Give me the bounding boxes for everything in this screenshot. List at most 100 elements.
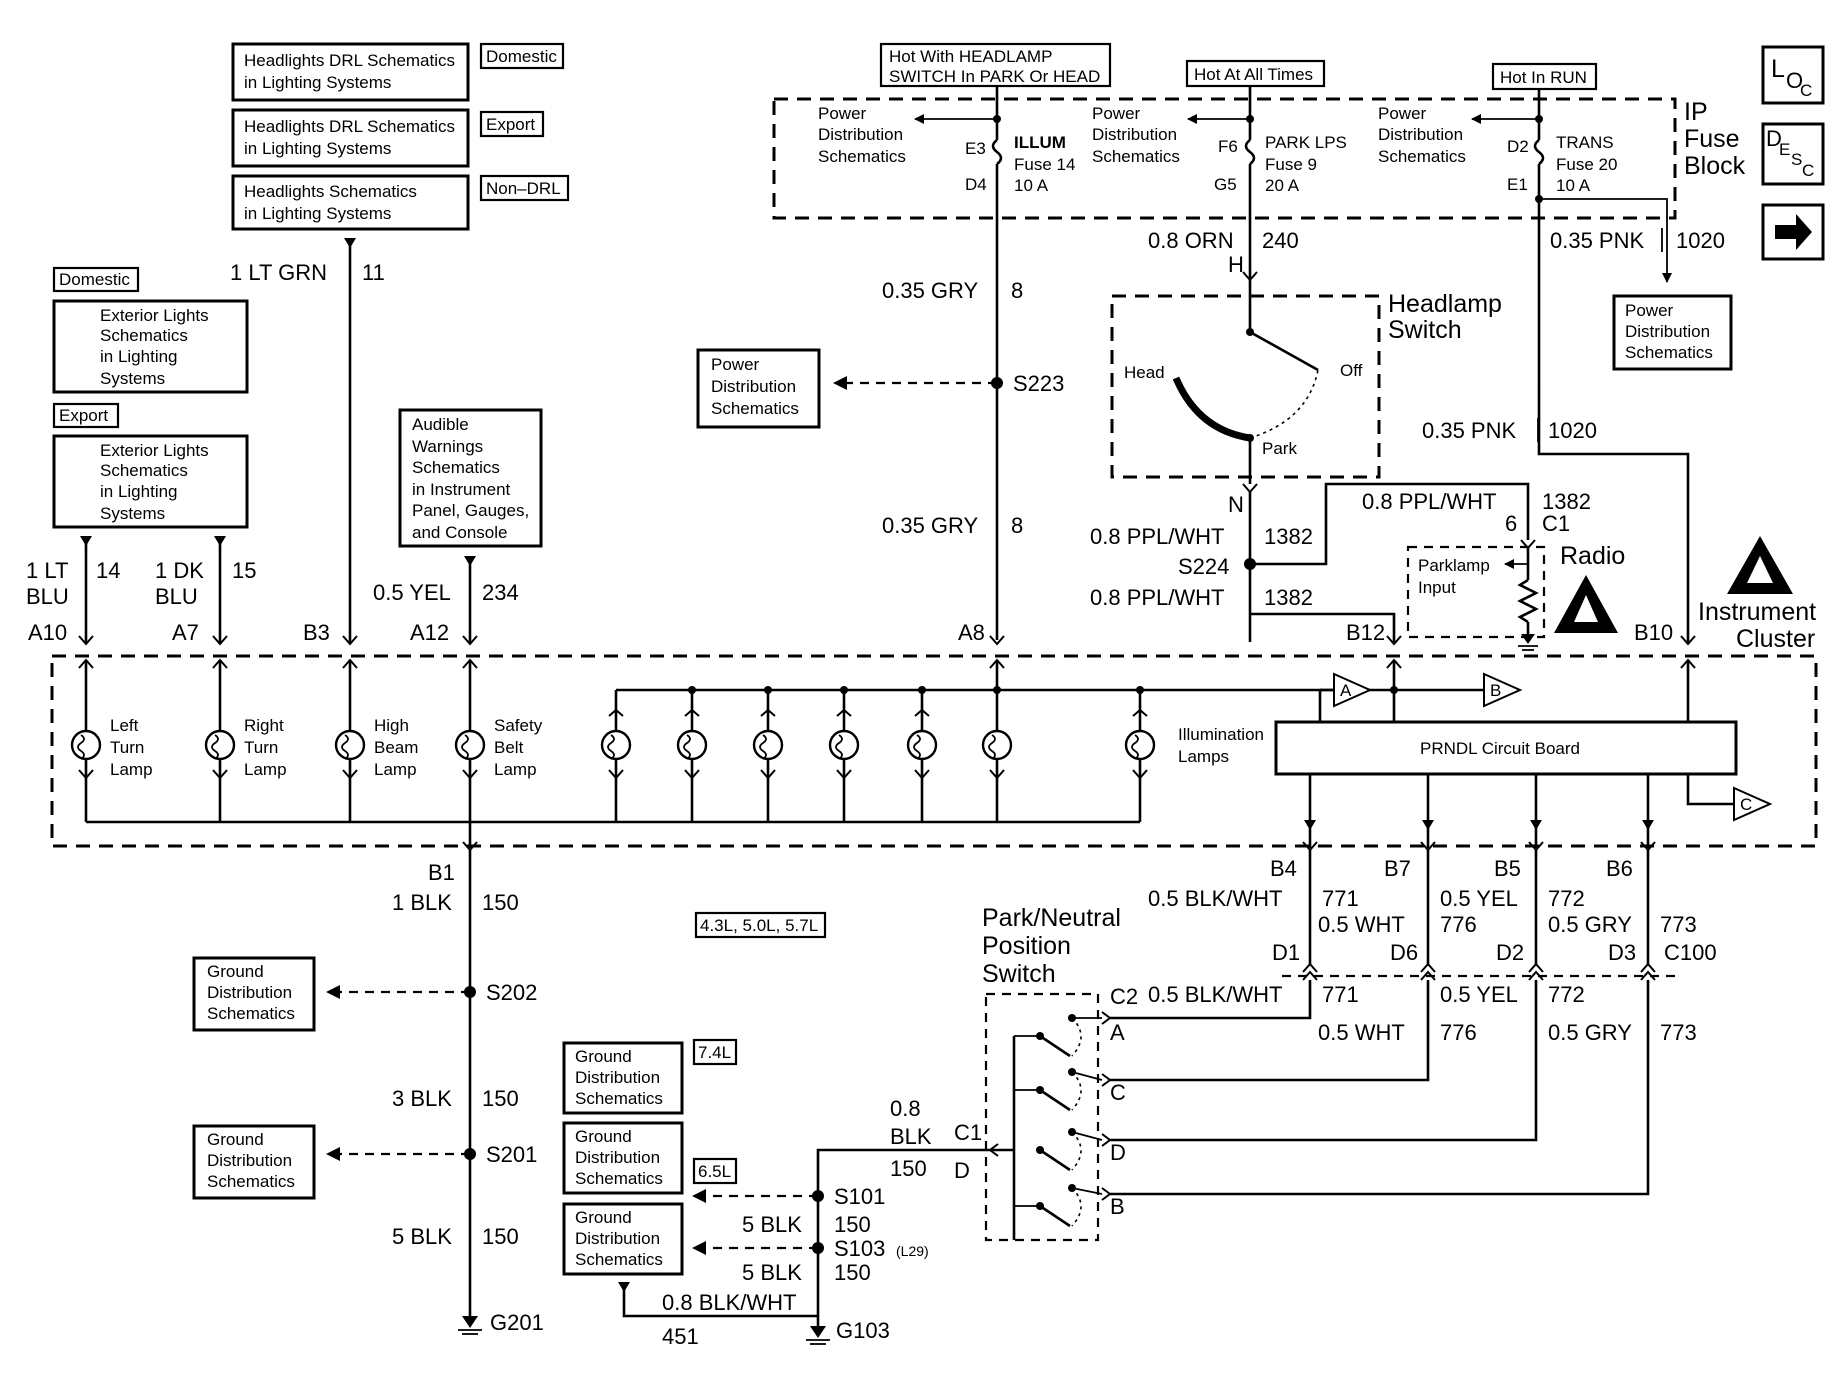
svg-text:Distribution: Distribution: [818, 125, 903, 144]
svg-text:S201: S201: [486, 1142, 537, 1167]
svg-text:D: D: [954, 1158, 970, 1183]
svg-text:3 BLK: 3 BLK: [392, 1086, 452, 1111]
off-page-connector-a: A: [1318, 672, 1373, 722]
hot-label-in-run: Hot In RUN: [1491, 62, 1598, 91]
svg-text:Domestic: Domestic: [59, 270, 130, 289]
svg-text:E3: E3: [965, 139, 986, 158]
svg-text:Distribution: Distribution: [575, 1068, 660, 1087]
desc-icon[interactable]: D E S C: [1761, 122, 1825, 186]
fuse-trans: Power Distribution Schematics D2 E1 TRAN…: [1378, 89, 1617, 384]
ref-ground-dist-s202[interactable]: Ground Distribution Schematics: [192, 956, 316, 1032]
svg-text:150: 150: [834, 1260, 871, 1285]
next-page-arrow-icon[interactable]: [1761, 203, 1825, 261]
svg-text:14: 14: [96, 558, 120, 583]
svg-text:H: H: [1228, 252, 1244, 277]
svg-text:6.5L: 6.5L: [698, 1162, 731, 1181]
ref-headlights-drl-export[interactable]: Headlights DRL Schematics in Lighting Sy…: [231, 108, 470, 168]
svg-text:Schematics: Schematics: [207, 1004, 295, 1023]
ref-power-distribution-left[interactable]: Power Distribution Schematics: [696, 348, 821, 429]
svg-text:771: 771: [1322, 886, 1359, 911]
ref-ground-dist-65[interactable]: Ground Distribution Schematics: [562, 1121, 684, 1195]
svg-text:C1: C1: [1542, 511, 1570, 536]
svg-text:5 BLK: 5 BLK: [392, 1224, 452, 1249]
svg-text:Distribution: Distribution: [207, 983, 292, 1002]
svg-text:Power: Power: [818, 104, 867, 123]
svg-text:Headlights DRL Schematics: Headlights DRL Schematics: [244, 117, 455, 136]
svg-text:in Lighting: in Lighting: [100, 482, 178, 501]
option-tag-export: Export: [479, 110, 545, 138]
ref-exterior-lights-export[interactable]: Exterior Lights Schematics in Lighting S…: [52, 434, 249, 529]
svg-text:Lamp: Lamp: [110, 760, 153, 779]
svg-text:Lamps: Lamps: [1178, 747, 1229, 766]
svg-text:0.5 GRY: 0.5 GRY: [1548, 1020, 1632, 1045]
svg-text:0.8 ORN: 0.8 ORN: [1148, 228, 1234, 253]
ref-ground-dist-l29[interactable]: Ground Distribution Schematics: [562, 1202, 684, 1276]
svg-text:G103: G103: [836, 1318, 890, 1343]
ref-ground-dist-s201[interactable]: Ground Distribution Schematics: [192, 1124, 316, 1200]
svg-text:Ground: Ground: [575, 1127, 632, 1146]
svg-text:0.5 WHT: 0.5 WHT: [1318, 912, 1405, 937]
svg-text:Radio: Radio: [1560, 542, 1625, 570]
svg-text:Turn: Turn: [244, 738, 278, 757]
option-tag-domestic: Domestic: [479, 42, 565, 70]
ref-power-distribution-right[interactable]: Power Distribution Schematics: [1612, 294, 1733, 371]
wire-1020: 0.35 PNK 1020 B10: [1422, 384, 1696, 646]
svg-text:Safety: Safety: [494, 716, 543, 735]
svg-text:0.8 PPL/WHT: 0.8 PPL/WHT: [1362, 489, 1496, 514]
svg-text:0.35 GRY: 0.35 GRY: [882, 278, 979, 303]
svg-text:Distribution: Distribution: [1625, 322, 1710, 341]
svg-text:C1: C1: [954, 1120, 982, 1145]
wire-8: 0.35 GRY 8 S223 0.35 GRY 8 A8: [833, 278, 1064, 646]
svg-text:Power: Power: [711, 355, 760, 374]
svg-text:A8: A8: [958, 620, 985, 645]
svg-text:1 BLK: 1 BLK: [392, 890, 452, 915]
svg-text:Schematics: Schematics: [100, 326, 188, 345]
svg-text:Ground: Ground: [575, 1047, 632, 1066]
svg-text:BLU: BLU: [155, 584, 198, 609]
svg-text:5 BLK: 5 BLK: [742, 1212, 802, 1237]
ref-exterior-lights-domestic[interactable]: Exterior Lights Schematics in Lighting S…: [52, 299, 249, 394]
svg-text:Power: Power: [1378, 104, 1427, 123]
svg-text:Distribution: Distribution: [207, 1151, 292, 1170]
svg-text:Park: Park: [1262, 439, 1297, 458]
svg-text:Position: Position: [982, 932, 1071, 960]
svg-text:776: 776: [1440, 1020, 1477, 1045]
svg-text:Off: Off: [1340, 361, 1363, 380]
hot-label-headlamp-switch: Hot With HEADLAMP SWITCH In PARK Or HEAD: [879, 42, 1112, 88]
svg-text:0.8: 0.8: [890, 1096, 921, 1121]
svg-text:G5: G5: [1214, 175, 1237, 194]
wire-150-cluster-ground: B1 1 BLK 150 S202 3 BLK 150 S201 5 BLK 1…: [326, 850, 544, 1335]
wire-150-switch-ground: 0.8 BLK 150 S101 5 BLK 150 S103 (L29) 5 …: [618, 1096, 990, 1349]
option-tag-domestic-left: Domestic: [52, 266, 140, 293]
svg-text:in Lighting: in Lighting: [100, 347, 178, 366]
ref-headlights-drl-domestic[interactable]: Headlights DRL Schematics in Lighting Sy…: [231, 42, 470, 102]
wire-240: 0.8 ORN 240 H: [1148, 228, 1299, 282]
svg-text:0.5 BLK/WHT: 0.5 BLK/WHT: [1148, 886, 1282, 911]
loc-icon[interactable]: L O C: [1761, 45, 1825, 105]
svg-text:8: 8: [1011, 278, 1023, 303]
ref-headlights-non-drl[interactable]: Headlights Schematics in Lighting System…: [231, 174, 470, 231]
ref-audible-warnings[interactable]: Audible Warnings Schematics in Instrumen…: [398, 408, 543, 548]
svg-text:O: O: [1786, 68, 1803, 93]
svg-text:4.3L, 5.0L, 5.7L: 4.3L, 5.0L, 5.7L: [700, 916, 818, 935]
instrument-cluster: Instrument Cluster Left Turn Lamp Right …: [50, 598, 1818, 848]
option-tag-non-drl: Non–DRL: [479, 174, 570, 202]
svg-text:0.35 PNK: 0.35 PNK: [1422, 418, 1516, 443]
svg-text:Domestic: Domestic: [486, 47, 557, 66]
ref-ground-dist-74[interactable]: Ground Distribution Schematics: [562, 1041, 684, 1115]
svg-text:Distribution: Distribution: [1378, 125, 1463, 144]
svg-text:234: 234: [482, 580, 519, 605]
svg-text:Distribution: Distribution: [575, 1229, 660, 1248]
svg-text:D3: D3: [1608, 940, 1636, 965]
svg-text:N: N: [1228, 492, 1244, 517]
svg-text:Hot In RUN: Hot In RUN: [1500, 68, 1587, 87]
svg-text:5 BLK: 5 BLK: [742, 1260, 802, 1285]
svg-text:B: B: [1490, 681, 1501, 700]
wire-15: 1 DK BLU 15 A7: [155, 536, 256, 646]
svg-text:D4: D4: [965, 175, 987, 194]
svg-text:Schematics: Schematics: [1625, 343, 1713, 362]
svg-text:PARK LPS: PARK LPS: [1265, 133, 1347, 152]
svg-text:1 LT GRN: 1 LT GRN: [230, 260, 327, 285]
svg-text:C: C: [1110, 1080, 1126, 1105]
svg-text:0.5 BLK/WHT: 0.5 BLK/WHT: [1148, 982, 1282, 1007]
